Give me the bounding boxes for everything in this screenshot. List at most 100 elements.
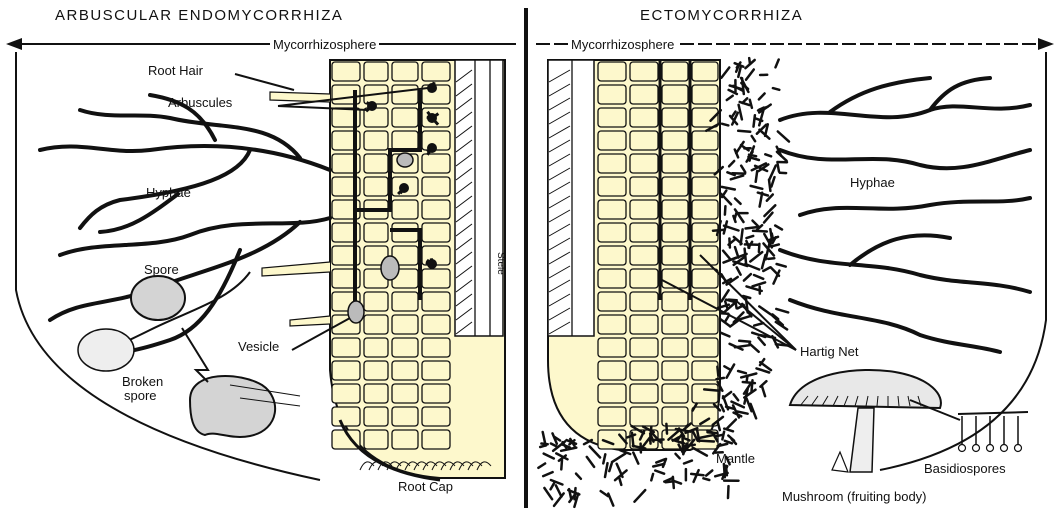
cortex-cell bbox=[630, 223, 658, 242]
external-hypha bbox=[800, 198, 1030, 215]
mantle-hypha bbox=[556, 485, 562, 496]
cortex-cell bbox=[630, 246, 658, 265]
mantle-hypha bbox=[721, 68, 729, 78]
external-hypha bbox=[780, 105, 1030, 120]
cortex-cell bbox=[332, 361, 360, 380]
spore-pale bbox=[78, 329, 134, 371]
cortex-cell bbox=[392, 131, 418, 150]
cortex-cell bbox=[422, 269, 450, 288]
cortex-cell bbox=[392, 85, 418, 104]
mantle-hypha bbox=[726, 466, 727, 476]
cortex-cell bbox=[662, 269, 688, 288]
external-hypha bbox=[830, 78, 930, 112]
arbuscules-label: Arbuscules bbox=[168, 96, 232, 110]
cortex-cell bbox=[364, 315, 388, 334]
mantle-hypha bbox=[721, 333, 730, 337]
cortex-cell bbox=[392, 292, 418, 311]
mantle-hypha bbox=[743, 382, 755, 383]
cortex-cell bbox=[392, 407, 418, 426]
mantle-label: Mantle bbox=[716, 452, 755, 466]
cortex-cell bbox=[598, 85, 626, 104]
cortex-cell bbox=[692, 338, 718, 357]
mantle-hypha bbox=[561, 460, 562, 470]
cortex-cell bbox=[692, 62, 718, 81]
cortex-cell bbox=[598, 62, 626, 81]
mantle-hypha bbox=[632, 433, 633, 447]
mantle-hypha bbox=[750, 344, 759, 352]
cortex-cell bbox=[662, 108, 688, 127]
mantle-hypha bbox=[587, 457, 594, 467]
mantle-hypha bbox=[757, 368, 770, 372]
mantle-hypha bbox=[543, 472, 552, 476]
external-hypha bbox=[40, 146, 330, 170]
mantle-hypha bbox=[655, 471, 664, 474]
mantle-hypha bbox=[738, 131, 750, 132]
cortex-cell bbox=[598, 407, 626, 426]
arbuscule bbox=[427, 113, 437, 123]
cortex-cell bbox=[422, 407, 450, 426]
mantle-hypha bbox=[722, 124, 728, 126]
mantle-hypha bbox=[760, 193, 763, 207]
cortex-cell bbox=[662, 154, 688, 173]
mantle-hypha bbox=[612, 454, 625, 463]
mantle-hypha bbox=[608, 494, 613, 506]
cortex-cell bbox=[598, 269, 626, 288]
mantle-hypha bbox=[721, 405, 724, 411]
mantle-hypha bbox=[765, 154, 771, 156]
title-ectomycorrhiza: ECTOMYCORRHIZA bbox=[640, 8, 803, 24]
cortex-cell bbox=[692, 269, 718, 288]
mushroom-base bbox=[832, 452, 848, 472]
cortex-cell bbox=[364, 62, 388, 81]
mantle-hypha bbox=[718, 421, 720, 430]
mantle-hypha bbox=[739, 341, 750, 342]
mantle-hypha bbox=[619, 477, 621, 485]
broken-spore-label-line1: Broken bbox=[122, 375, 163, 389]
vesicle bbox=[397, 153, 413, 167]
mantle-hypha bbox=[759, 306, 770, 314]
mantle-hypha bbox=[741, 166, 745, 172]
cortex-cell bbox=[364, 154, 388, 173]
mantle-hypha bbox=[551, 483, 555, 489]
mantle-hypha bbox=[742, 98, 747, 103]
mantle-hypha bbox=[722, 187, 735, 190]
mantle-hypha bbox=[554, 493, 564, 506]
cortex-cell bbox=[422, 315, 450, 334]
mantle-hypha bbox=[738, 371, 746, 373]
cortex-cell bbox=[692, 315, 718, 334]
mantle-hypha bbox=[727, 96, 733, 100]
cortex-cell bbox=[662, 177, 688, 196]
stele-label: Stele bbox=[495, 252, 506, 275]
external-hypha bbox=[780, 150, 1030, 168]
arbuscule bbox=[367, 101, 377, 111]
mantle-hypha bbox=[650, 427, 651, 441]
title-arbuscular-endomycorrhiza: ARBUSCULAR ENDOMYCORRHIZA bbox=[55, 8, 343, 24]
stele-left bbox=[455, 60, 503, 336]
mantle-hypha bbox=[769, 180, 770, 191]
mantle-hypha bbox=[739, 105, 742, 120]
mantle-hypha bbox=[735, 199, 741, 204]
basidiospore bbox=[959, 445, 966, 452]
cortex-cell bbox=[692, 177, 718, 196]
cortex-cell bbox=[422, 292, 450, 311]
cortex-cell bbox=[364, 361, 388, 380]
hartig-net-pointer bbox=[735, 300, 796, 350]
mantle-hypha bbox=[773, 88, 779, 90]
basidiospore bbox=[1015, 445, 1022, 452]
mantle-hypha bbox=[723, 251, 730, 259]
cortex-cell bbox=[332, 338, 360, 357]
hymenium bbox=[958, 412, 1028, 414]
mantle-hypha bbox=[538, 464, 545, 468]
mantle-hypha bbox=[731, 176, 743, 180]
mantle-hypha bbox=[759, 244, 760, 252]
cortex-cell bbox=[392, 223, 418, 242]
mantle-hypha bbox=[754, 275, 763, 279]
spore bbox=[131, 276, 185, 320]
mantle-hypha bbox=[725, 315, 729, 322]
mantle-hypha bbox=[775, 226, 782, 230]
cortex-cell bbox=[692, 200, 718, 219]
cortex-cell bbox=[598, 200, 626, 219]
mantle-hypha bbox=[721, 194, 731, 205]
mantle-hypha bbox=[750, 100, 752, 108]
mantle-hypha bbox=[751, 186, 763, 189]
cortex-cell bbox=[392, 361, 418, 380]
